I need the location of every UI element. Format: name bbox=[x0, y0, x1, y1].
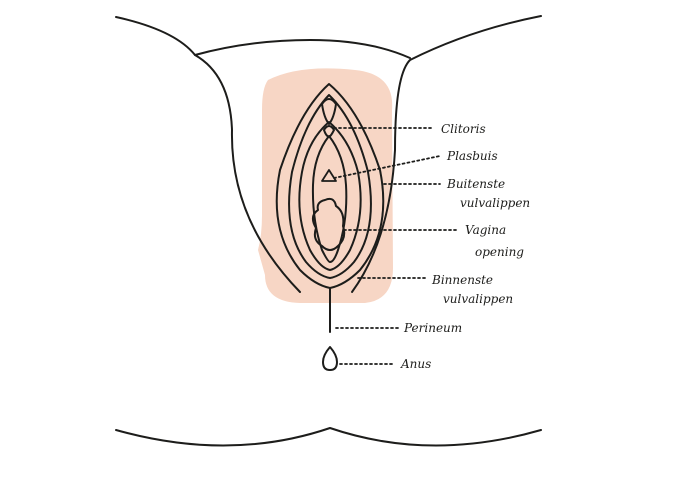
label-buitenste-line1: Buitenste bbox=[447, 177, 506, 191]
label-binnenste-line2: vulvalippen bbox=[443, 292, 514, 306]
clitoris-shape bbox=[323, 125, 335, 138]
inner-labia-fold bbox=[311, 135, 348, 263]
buttocks-curve bbox=[115, 427, 542, 447]
label-perineum: Perineum bbox=[404, 321, 463, 335]
waist-curve bbox=[194, 39, 411, 59]
label-binnenste-line1: Binnenste bbox=[432, 273, 494, 287]
right-thigh-outline bbox=[351, 15, 542, 293]
label-clitoris: Clitoris bbox=[441, 122, 486, 136]
vaginal-opening bbox=[312, 197, 346, 251]
inner-labia-outline bbox=[298, 121, 362, 271]
left-thigh-outline bbox=[115, 16, 301, 293]
plasbuis-leader bbox=[333, 155, 441, 179]
urethra-opening bbox=[321, 169, 337, 182]
label-buitenste-line2: vulvalippen bbox=[460, 196, 531, 210]
outer-labia-inner-fold bbox=[288, 94, 372, 279]
label-vagina-line2: opening bbox=[475, 245, 524, 259]
anus-shape bbox=[322, 346, 338, 371]
skin-tone-patch bbox=[258, 68, 393, 303]
label-vagina-line1: Vagina bbox=[465, 223, 507, 237]
clitoral-hood bbox=[321, 98, 337, 125]
label-plasbuis: Plasbuis bbox=[447, 149, 498, 163]
label-anus: Anus bbox=[401, 357, 432, 371]
